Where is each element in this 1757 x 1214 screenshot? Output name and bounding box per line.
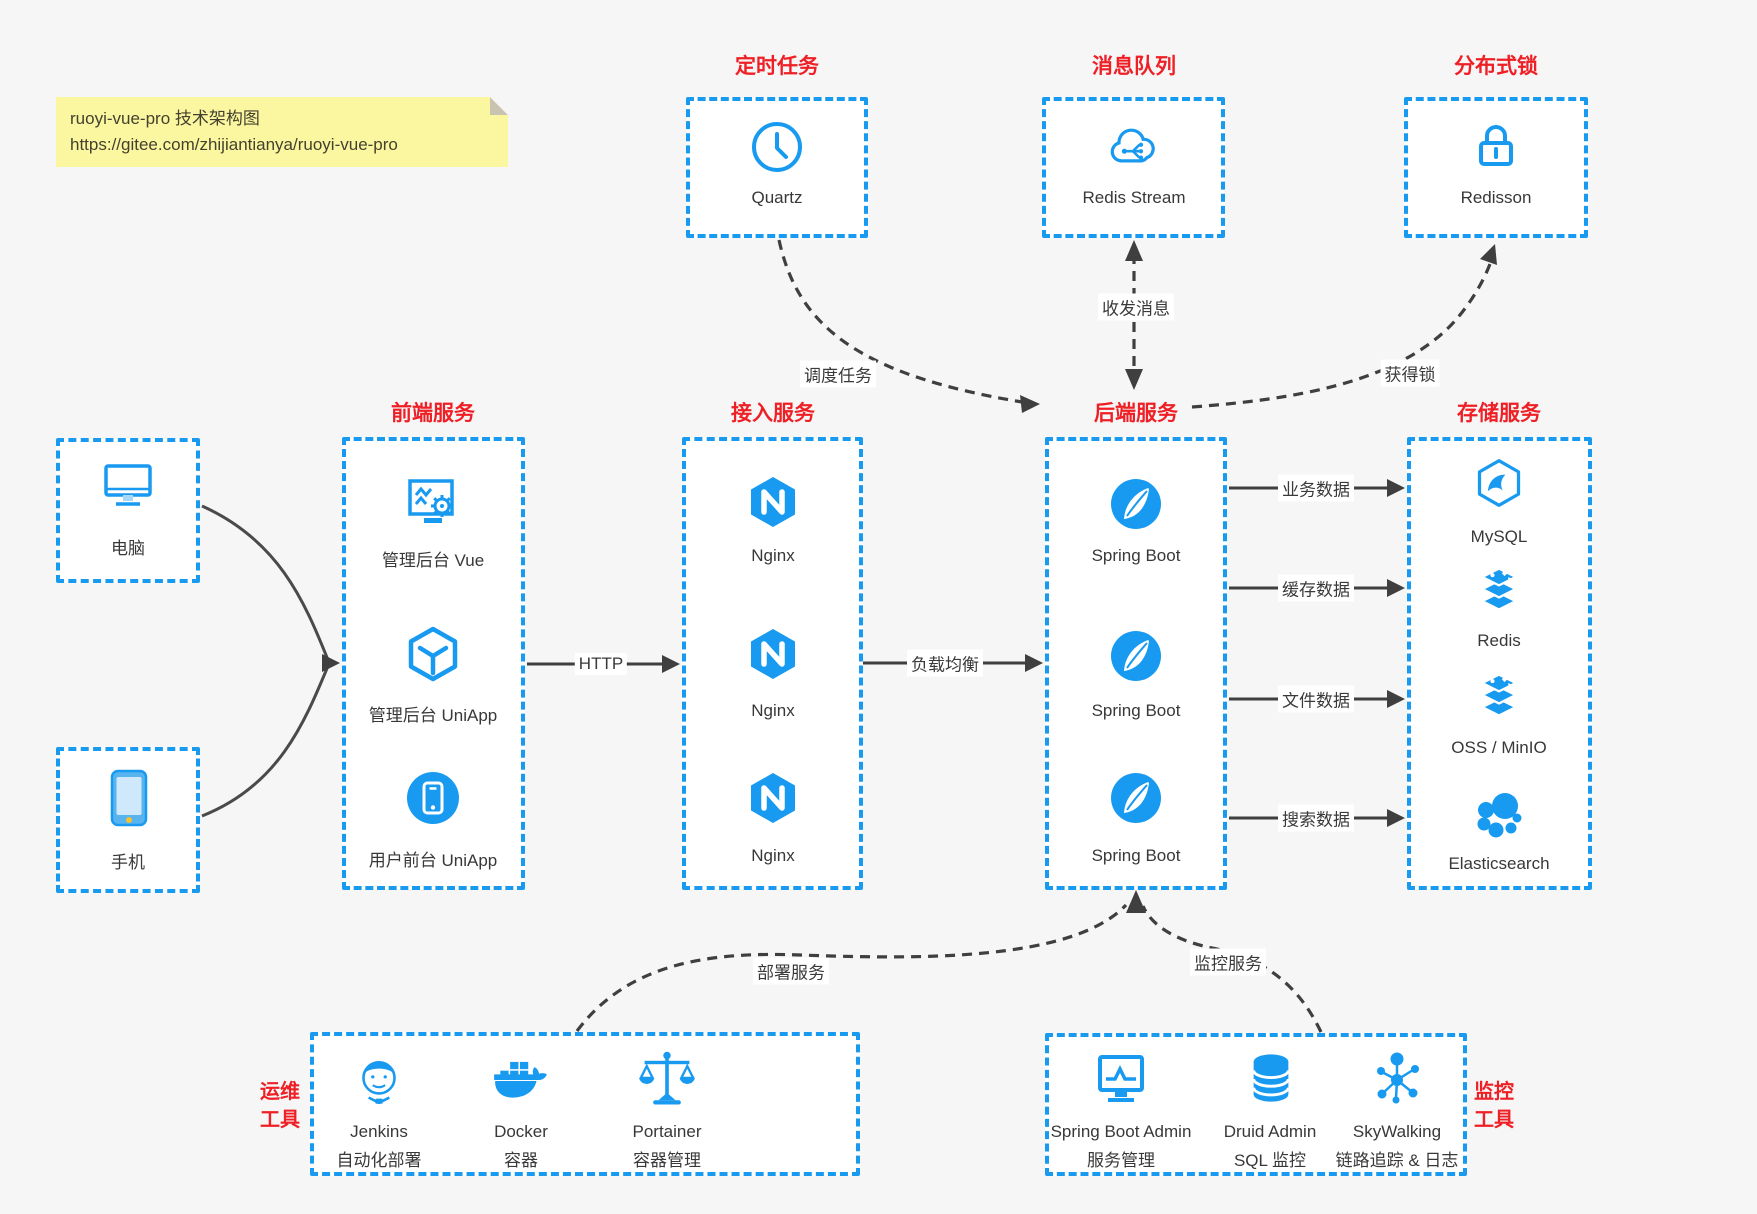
redisson-label: Redisson	[1460, 188, 1532, 207]
edge-label-cache-data: 缓存数据	[1278, 574, 1354, 602]
admin-uniapp-label: 管理后台 UniApp	[368, 706, 498, 725]
clock-icon	[752, 122, 802, 172]
nginx-label: Nginx	[751, 846, 795, 865]
quartz-label: Quartz	[751, 188, 803, 207]
springboot-icon	[1111, 773, 1161, 823]
oss-minio-icon	[1479, 673, 1519, 717]
edge-label-acquire-lock: 获得锁	[1380, 359, 1440, 387]
admin-vue-label: 管理后台 Vue	[381, 551, 485, 570]
portainer-sub-label: 容器管理	[633, 1151, 701, 1170]
mysql-label: MySQL	[1470, 527, 1528, 546]
edge-label-file-data: 文件数据	[1278, 685, 1354, 713]
edge-label-send-receive-msg: 收发消息	[1098, 293, 1174, 321]
redis-icon	[1479, 567, 1519, 611]
sticky-note: ruoyi-vue-pro 技术架构图 https://gitee.com/zh…	[56, 97, 508, 167]
scheduler-box	[686, 97, 868, 238]
computer-icon	[104, 464, 152, 506]
user-uniapp-label: 用户前台 UniApp	[368, 851, 498, 870]
druid-admin-label: Druid Admin	[1223, 1122, 1317, 1141]
springboot-icon	[1111, 479, 1161, 529]
druid-icon	[1252, 1054, 1290, 1102]
pc-label: 电脑	[111, 539, 145, 558]
springboot-label: Spring Boot	[1091, 846, 1181, 865]
redis-stream-label: Redis Stream	[1082, 188, 1186, 207]
mysql-icon	[1477, 459, 1521, 507]
portainer-label: Portainer	[632, 1122, 702, 1141]
title-frontend: 前端服务	[391, 402, 475, 425]
edge-label-schedule-task: 调度任务	[800, 360, 876, 388]
phone-label: 手机	[111, 853, 145, 872]
oss-minio-label: OSS / MinIO	[1451, 738, 1547, 757]
arrowheads	[322, 240, 1497, 913]
title-backend: 后端服务	[1094, 402, 1178, 425]
elasticsearch-label: Elasticsearch	[1448, 854, 1550, 873]
nginx-icon	[751, 477, 795, 527]
connector-schedule-task	[777, 239, 1023, 404]
elasticsearch-icon	[1477, 793, 1522, 838]
springboot-icon	[1111, 631, 1161, 681]
ops-tools-box	[310, 1032, 860, 1176]
distributed-lock-box	[1404, 97, 1588, 238]
springboot-admin-label: Spring Boot Admin	[1050, 1122, 1192, 1141]
nginx-icon	[751, 629, 795, 679]
edge-label-http: HTTP	[574, 653, 628, 675]
connector-deploy-service	[575, 903, 1128, 1032]
uniapp-cube-icon	[408, 626, 458, 682]
druid-admin-sub-label: SQL 监控	[1233, 1151, 1307, 1170]
nginx-icon	[751, 773, 795, 823]
springboot-label: Spring Boot	[1091, 701, 1181, 720]
pc-box	[56, 438, 200, 583]
title-gateway: 接入服务	[731, 402, 815, 425]
nginx-label: Nginx	[751, 701, 795, 720]
redis-stream-cloud-icon	[1110, 128, 1155, 163]
message-queue-box	[1042, 97, 1225, 238]
docker-sub-label: 容器	[504, 1151, 538, 1170]
skywalking-sub-label: 链路追踪 & 日志	[1335, 1151, 1459, 1170]
connector-phone-frontend	[201, 665, 330, 818]
springboot-label: Spring Boot	[1091, 546, 1181, 565]
user-app-icon	[407, 772, 459, 824]
edge-label-deploy-service: 部署服务	[753, 957, 829, 985]
edge-label-monitor-service: 监控服务	[1190, 948, 1266, 976]
jenkins-label: Jenkins	[350, 1122, 408, 1141]
edge-label-search-data: 搜索数据	[1278, 804, 1354, 832]
title-distributed-lock: 分布式锁	[1454, 55, 1538, 78]
springboot-admin-icon	[1098, 1055, 1144, 1102]
jenkins-icon	[362, 1061, 396, 1105]
docker-label: Docker	[494, 1122, 548, 1141]
monitoring-tools-title: 监控 工具	[1474, 1081, 1514, 1131]
note-url: https://gitee.com/zhijiantianya/ruoyi-vu…	[70, 135, 398, 154]
skywalking-icon	[1377, 1052, 1419, 1104]
jenkins-sub-label: 自动化部署	[336, 1151, 422, 1170]
ops-tools-title: 运维 工具	[260, 1081, 300, 1131]
title-message-queue: 消息队列	[1092, 55, 1176, 78]
smartphone-icon	[110, 769, 148, 827]
connector-acquire-lock	[1191, 257, 1494, 409]
edge-label-business-data: 业务数据	[1278, 474, 1354, 502]
springboot-admin-sub-label: 服务管理	[1087, 1151, 1155, 1170]
portainer-icon	[638, 1051, 696, 1105]
nginx-label: Nginx	[751, 546, 795, 565]
admin-vue-icon	[408, 479, 454, 523]
title-scheduler: 定时任务	[735, 55, 819, 78]
note-title: ruoyi-vue-pro 技术架构图	[70, 109, 260, 128]
lock-icon	[1479, 125, 1513, 166]
title-storage: 存储服务	[1457, 402, 1541, 425]
connector-pc-frontend	[201, 504, 330, 661]
redis-label: Redis	[1477, 631, 1521, 650]
docker-icon	[494, 1061, 547, 1098]
edge-label-load-balance: 负载均衡	[907, 649, 983, 677]
skywalking-label: SkyWalking	[1352, 1122, 1442, 1141]
